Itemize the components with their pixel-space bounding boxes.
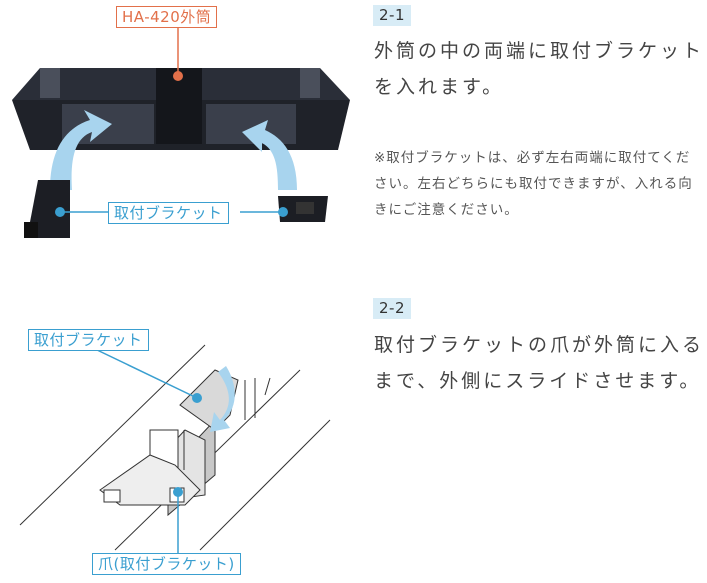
outer-tube-label: HA-420外筒 [116,6,218,28]
slide-arrow [210,366,235,432]
bracket-left-shape [24,180,70,238]
outer-tube-shape [12,27,350,150]
caution-note: ※取付ブラケットは、必ず左右両端に取付てください。左右どちらにも取付できますが、… [374,150,693,218]
step-instruction-2: 取付ブラケットの爪が外筒に入るまで、外側にスライドさせます。 [374,334,705,392]
bracket-right-shape [278,196,328,222]
claw-label: 爪(取付ブラケット) [92,553,241,575]
bracket-label: 取付ブラケット [108,202,229,224]
insert-arrow-right [242,120,297,190]
step-instruction-1: 外筒の中の両端に取付ブラケットを入れます。 [374,40,705,98]
step-number-badge-2: 2-2 [373,298,411,319]
insert-arrow-left [50,110,112,190]
step-number-badge-1: 2-1 [373,5,411,26]
slide-illustration [19,344,331,551]
bracket-label-2: 取付ブラケット [28,329,149,351]
